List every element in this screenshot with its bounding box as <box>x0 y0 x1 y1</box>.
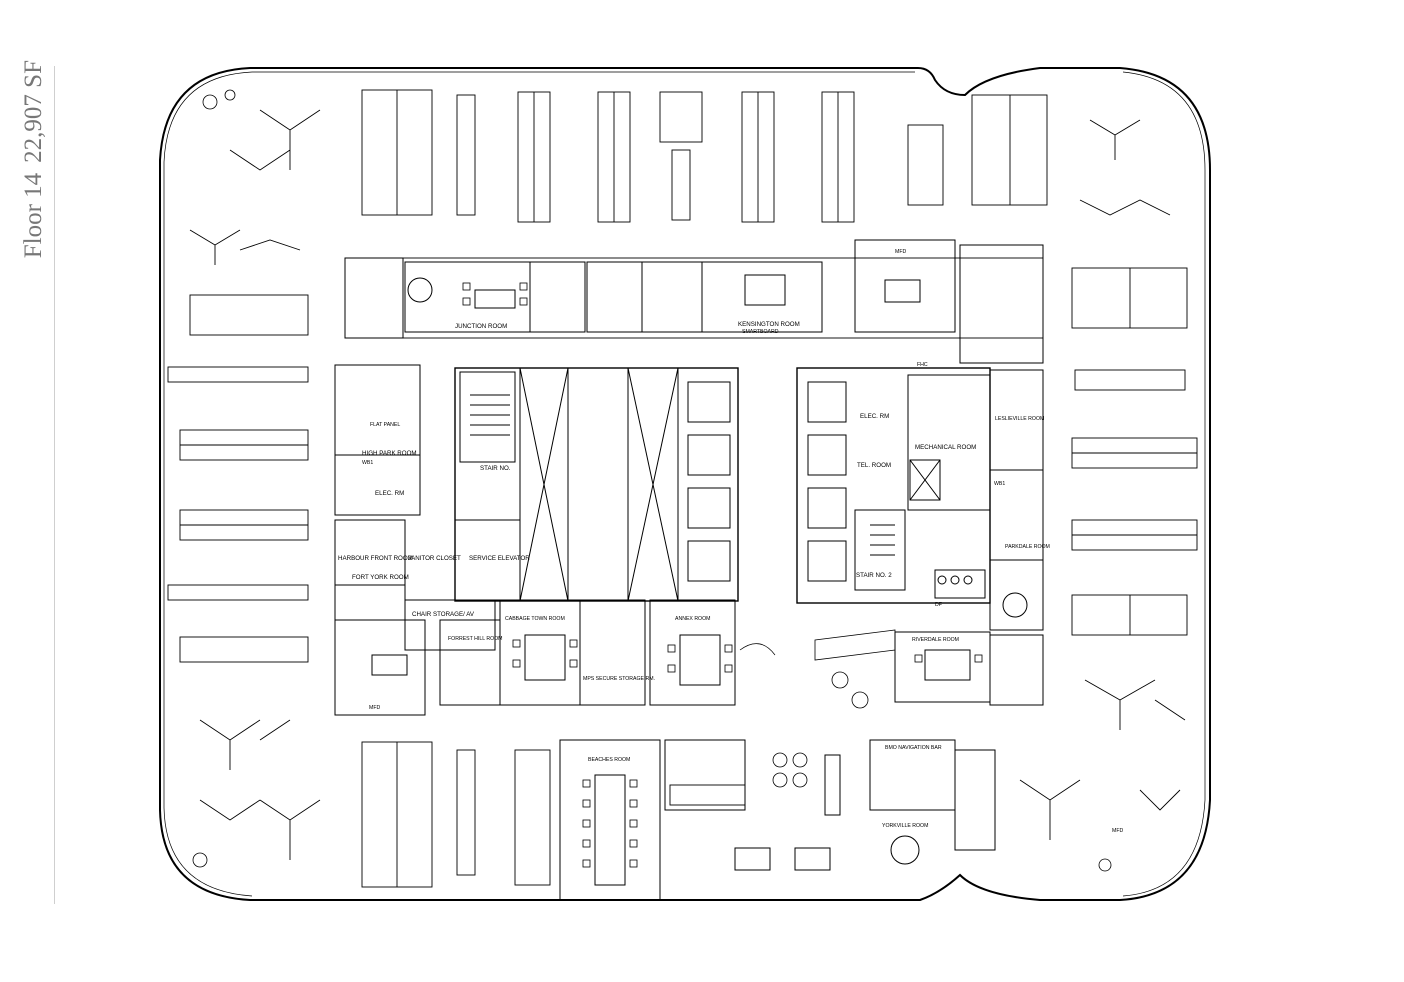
room-elec-east: ELEC. RM <box>860 413 889 420</box>
room-annex: ANNEX ROOM <box>675 616 710 622</box>
room-junction: JUNCTION ROOM <box>455 323 507 330</box>
room-cabbage-town: CABBAGE TOWN ROOM <box>505 616 565 622</box>
tag-mfd-ne: MFD <box>895 249 906 255</box>
tag-flat-panel: FLAT PANEL <box>370 422 400 428</box>
room-service-elevator: SERVICE ELEVATOR <box>469 555 530 562</box>
tag-smartboard: SMARTBOARD <box>742 329 779 335</box>
workstations-north <box>361 89 1048 223</box>
core-block <box>454 367 739 602</box>
workstations-east <box>1071 267 1198 636</box>
tag-df: DF <box>935 602 942 608</box>
sheet-divider <box>54 66 55 904</box>
room-chair-storage: CHAIR STORAGE/ AV <box>412 611 475 618</box>
tag-fhc: FHC <box>917 362 928 368</box>
room-mps-secure: MPS SECURE STORAGE RM. <box>583 676 655 682</box>
room-parkdale: PARKDALE ROOM <box>1005 544 1050 550</box>
workstations-west <box>167 294 309 663</box>
room-harbour-front: HARBOUR FRONT ROOM <box>338 555 413 562</box>
room-stair-1: STAIR NO. <box>480 465 511 472</box>
room-leslieville: LESLIEVILLE ROOM <box>995 416 1044 422</box>
building-outline <box>159 67 1211 901</box>
room-janitor-closet: JANITOR CLOSET <box>408 555 461 562</box>
room-stair-2: STAIR NO. 2 <box>856 572 892 579</box>
tag-wb1-east: WB1 <box>994 481 1005 487</box>
room-forrest-hill: FORREST HILL ROOM <box>448 636 502 642</box>
tag-mfd-sw: MFD <box>369 705 380 711</box>
room-mechanical: MECHANICAL ROOM <box>915 444 976 451</box>
room-riverdale: RIVERDALE ROOM <box>912 637 959 643</box>
tag-wb1-high-park: WB1 <box>362 460 373 466</box>
room-fort-york: FORT YORK ROOM <box>352 574 409 581</box>
room-bmo-navigation: BMO NAVIGATION BAR <box>885 745 942 751</box>
room-tel: TEL. ROOM <box>857 462 891 469</box>
room-beaches: BEACHES ROOM <box>588 757 630 763</box>
room-elec-west: ELEC. RM <box>375 490 404 497</box>
workstations-south <box>361 741 746 888</box>
tag-mfd-se: MFD <box>1112 828 1123 834</box>
east-core <box>796 367 991 604</box>
room-yorkville: YORKVILLE ROOM <box>882 823 928 829</box>
room-high-park: HIGH PARK ROOM <box>362 450 417 457</box>
pod-clusters <box>189 109 1186 860</box>
room-kensington: KENSINGTON ROOM <box>738 321 800 328</box>
